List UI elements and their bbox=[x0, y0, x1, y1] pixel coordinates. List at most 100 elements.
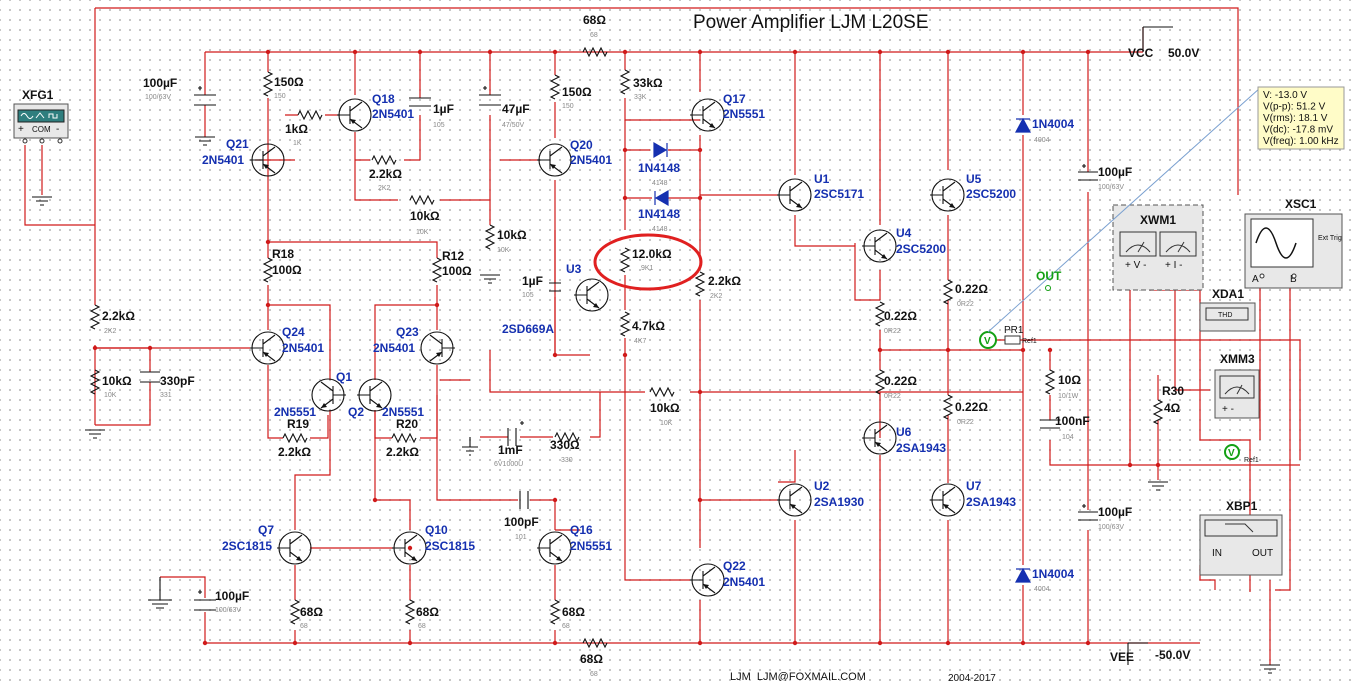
q16-part: 2N5551 bbox=[570, 539, 612, 553]
xwm1-wattmeter[interactable]: + V -+ I - bbox=[1112, 204, 1204, 291]
c-100p-label: 100pF bbox=[504, 515, 539, 529]
c-1u-b-sub: 105 bbox=[522, 292, 534, 299]
xmm3-multimeter[interactable]: + - bbox=[1214, 369, 1260, 419]
c-100u-c-label: 100µF bbox=[1098, 505, 1132, 519]
q20-transistor-symbol bbox=[537, 143, 572, 177]
svg-text:A: A bbox=[1252, 274, 1259, 285]
r-68a-sub: 68 bbox=[300, 623, 308, 630]
svg-text:+ I -: + I - bbox=[1165, 260, 1183, 271]
resistor-symbols bbox=[89, 46, 1164, 649]
u3-ref: U3 bbox=[566, 262, 582, 276]
footer-years: 2004-2017 bbox=[948, 673, 996, 681]
r18-value: 100Ω bbox=[272, 263, 302, 277]
r-68bot-label: 68Ω bbox=[580, 652, 603, 666]
ref1-label: Ref1 bbox=[1022, 338, 1037, 345]
d3-label: 1N4004 bbox=[1032, 117, 1074, 131]
d2-label: 1N4148 bbox=[638, 207, 680, 221]
xfg1-com-label: COM bbox=[32, 125, 51, 134]
u4-ref: U4 bbox=[896, 226, 912, 240]
vee-value: -50.0V bbox=[1155, 648, 1190, 662]
u7-transistor-symbol bbox=[930, 483, 965, 517]
u5-ref: U5 bbox=[966, 172, 982, 186]
q24-transistor-symbol bbox=[250, 331, 285, 365]
r-10k-fb-sub: 10K bbox=[660, 420, 673, 427]
diode-symbols bbox=[653, 117, 1032, 583]
r-10k-fb-label: 10kΩ bbox=[650, 401, 680, 415]
u5-part: 2SC5200 bbox=[966, 187, 1016, 201]
r-022b-label: 0.22Ω bbox=[884, 374, 917, 388]
r20-label: R20 bbox=[396, 417, 418, 431]
svg-text:+: + bbox=[18, 124, 24, 135]
r-330-label: 330Ω bbox=[550, 438, 580, 452]
r30-value: 4Ω bbox=[1164, 401, 1181, 415]
svg-text:-: - bbox=[56, 124, 59, 135]
probe-line: V(rms): 18.1 V bbox=[1263, 113, 1328, 124]
r-top-label: 68Ω bbox=[583, 13, 606, 27]
u3-part: 2SD669A bbox=[502, 322, 554, 336]
xdal-distortion-analyzer[interactable]: THD bbox=[1199, 302, 1256, 332]
r-022c-sub: 0R22 bbox=[957, 301, 974, 308]
probe-line: V(freq): 1.00 kHz bbox=[1263, 136, 1339, 147]
u6-part: 2SA1943 bbox=[896, 441, 946, 455]
vcc-value: 50.0V bbox=[1168, 46, 1199, 60]
r19-value: 2.2kΩ bbox=[278, 445, 311, 459]
q2-transistor-symbol bbox=[357, 378, 392, 412]
c-100u-d-sub: 100/63V bbox=[215, 607, 241, 614]
u6-transistor-symbol bbox=[862, 421, 897, 455]
u4-transistor-symbol bbox=[862, 229, 897, 263]
q18-transistor-symbol bbox=[337, 98, 372, 132]
q23-part: 2N5401 bbox=[373, 341, 415, 355]
junction-dots bbox=[92, 49, 1161, 646]
u7-ref: U7 bbox=[966, 479, 982, 493]
r-10k-b-label: 10kΩ bbox=[497, 228, 527, 242]
u7-part: 2SA1943 bbox=[966, 495, 1016, 509]
c-100u-b-label: 100µF bbox=[1098, 165, 1132, 179]
u6-ref: U6 bbox=[896, 425, 912, 439]
q17-ref: Q17 bbox=[723, 92, 746, 106]
u1-transistor-symbol bbox=[777, 178, 812, 212]
svg-text:B: B bbox=[1290, 274, 1297, 285]
svg-text:V: -13.0 VV(p-p): 51.2 VV(rms): V: -13.0 VV(p-p): 51.2 VV(rms): 18.1 VV(… bbox=[1263, 90, 1339, 147]
u5-transistor-symbol bbox=[930, 178, 965, 212]
q10-ref: Q10 bbox=[425, 523, 448, 537]
r-10k-in-sub: 10K bbox=[104, 392, 117, 399]
q1-part: 2N5551 bbox=[274, 405, 316, 419]
u2-ref: U2 bbox=[814, 479, 830, 493]
xbp1-in-label: IN bbox=[1212, 548, 1222, 559]
q7-part: 2SC1815 bbox=[222, 539, 272, 553]
r-22k-b-label: 2.2kΩ bbox=[708, 274, 741, 288]
pr1-probe[interactable]: V bbox=[979, 87, 1261, 349]
u1-ref: U1 bbox=[814, 172, 830, 186]
xsc1-label: XSC1 bbox=[1285, 197, 1317, 211]
transistor-symbols bbox=[250, 98, 965, 597]
r-68b-sub: 68 bbox=[418, 623, 426, 630]
r-022a-label: 0.22Ω bbox=[884, 309, 917, 323]
u3-transistor-symbol bbox=[574, 278, 609, 312]
xwm1-label: XWM1 bbox=[1140, 213, 1176, 227]
c-100u-a-sub: 100/63V bbox=[145, 94, 171, 101]
footer-email: LJM_LJM@FOXMAIL.COM bbox=[730, 671, 866, 681]
r-1k-sub: 1K bbox=[293, 140, 302, 147]
ref1-label-2: Ref1 bbox=[1244, 457, 1259, 464]
ref1-probe[interactable]: V bbox=[1224, 444, 1240, 460]
r12-label: R12 bbox=[442, 249, 464, 263]
xfg1-generator[interactable]: + COM - bbox=[13, 103, 69, 144]
ground-symbols bbox=[32, 26, 1280, 674]
r-10k-a-label: 10kΩ bbox=[410, 209, 440, 223]
c-100u-b-sub: 100/63V bbox=[1098, 184, 1124, 191]
r-22k-in-sub: 2K2 bbox=[104, 328, 117, 335]
xbp1-bode-plotter[interactable]: IN OUT bbox=[1199, 514, 1283, 576]
r-10-label: 10Ω bbox=[1058, 373, 1081, 387]
r-150a-label: 150Ω bbox=[274, 75, 304, 89]
r-022a-sub: 0R22 bbox=[884, 328, 901, 335]
r-68c-sub: 68 bbox=[562, 623, 570, 630]
q22-transistor-symbol bbox=[690, 563, 725, 597]
highlight-ellipse bbox=[593, 233, 703, 291]
r-47k-sub: 4K7 bbox=[634, 338, 647, 345]
c-1m-sub: 6V1000U bbox=[494, 461, 523, 468]
r-33k-label: 33kΩ bbox=[633, 76, 663, 90]
wires bbox=[24, 7, 1301, 665]
q18-part: 2N5401 bbox=[372, 107, 414, 121]
